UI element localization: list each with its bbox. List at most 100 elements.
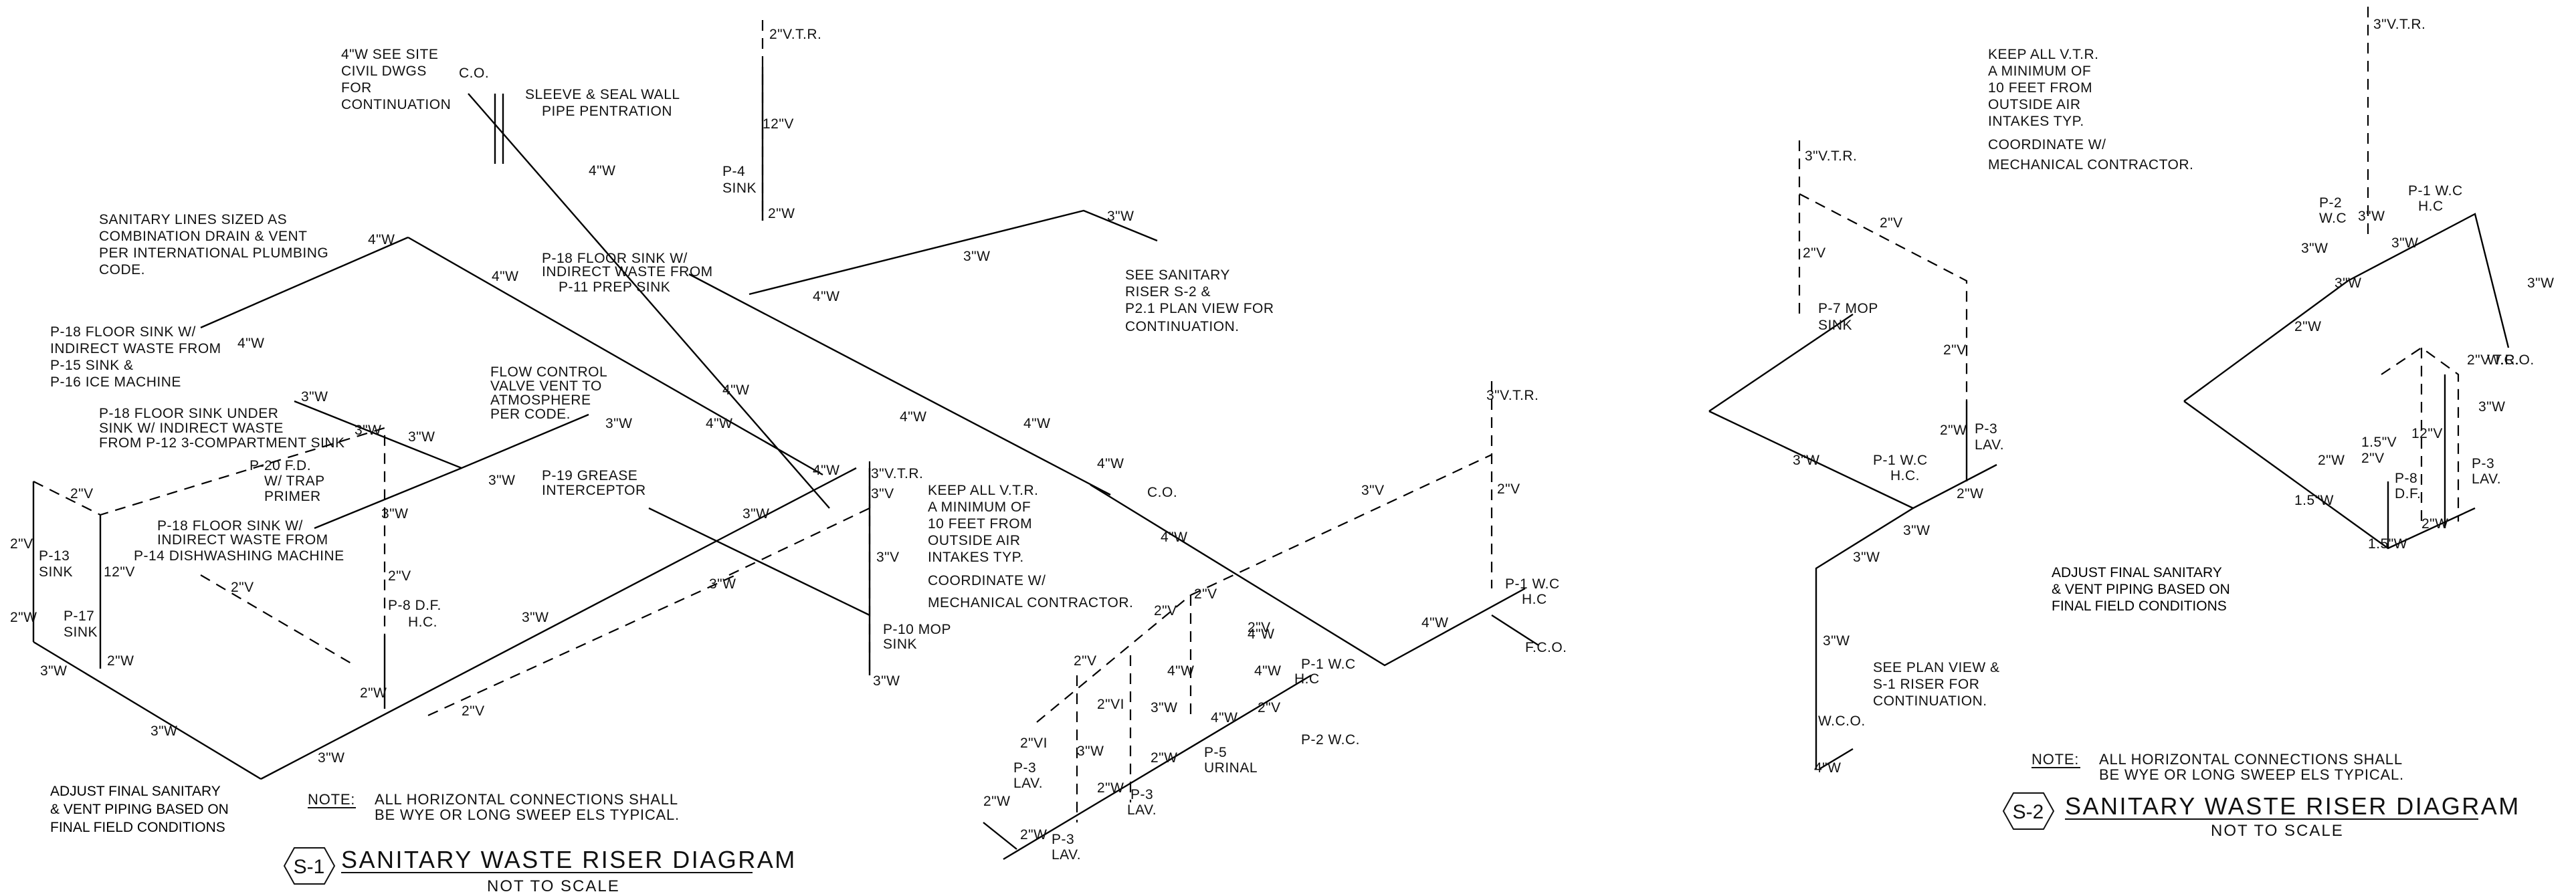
s2-plan-note: SEE PLAN VIEW & S-1 RISER FOR CONTINUATI…	[1818, 660, 1999, 729]
svg-text:P-3: P-3	[1052, 832, 1074, 847]
svg-text:SEE SANITARY: SEE SANITARY	[1125, 267, 1230, 283]
s1-pipe-size-tags: 4"W 4"W 4"W 3"W 3"W 4"W 4"W 4"W 4"W 4"W …	[10, 163, 1281, 843]
s1-vtr-note: KEEP ALL V.T.R. A MINIMUM OF 10 FEET FRO…	[928, 483, 1133, 610]
svg-text:2"V: 2"V	[1943, 342, 1967, 358]
svg-text:FROM P-12 3-COMPARTMENT SINK: FROM P-12 3-COMPARTMENT SINK	[99, 435, 345, 451]
svg-text:SINK W/ INDIRECT WASTE: SINK W/ INDIRECT WASTE	[99, 421, 284, 436]
svg-text:2"V: 2"V	[231, 580, 254, 595]
svg-text:SINK: SINK	[883, 637, 917, 652]
svg-text:D.F.: D.F.	[2395, 486, 2421, 501]
s2-fixture-p8: P-8 D.F.	[2395, 471, 2421, 501]
svg-text:P-3: P-3	[2472, 456, 2494, 471]
svg-text:ALL HORIZONTAL CONNECTIONS SHA: ALL HORIZONTAL CONNECTIONS SHALL	[375, 791, 678, 808]
svg-text:C.O.: C.O.	[459, 66, 489, 81]
svg-text:3"W: 3"W	[40, 663, 67, 679]
svg-text:A MINIMUM OF: A MINIMUM OF	[1988, 64, 2091, 79]
s1-vent-lower-diag	[427, 574, 736, 717]
svg-text:4"W: 4"W	[1421, 615, 1448, 631]
svg-text:P-15 SINK &: P-15 SINK &	[50, 358, 134, 373]
s1-diagram	[32, 20, 1539, 861]
svg-text:2"VI: 2"VI	[1020, 736, 1048, 751]
s2-title-block: S-2 SANITARY WASTE RISER DIAGRAM NOT TO …	[2002, 792, 2518, 840]
svg-text:1.5"W: 1.5"W	[2294, 493, 2334, 508]
svg-text:3"W: 3"W	[488, 473, 515, 488]
svg-text:2"V: 2"V	[10, 536, 33, 552]
s2-vent-right	[2381, 346, 2460, 522]
svg-text:P-8 D.F.: P-8 D.F.	[388, 598, 441, 613]
svg-text:P-2: P-2	[2319, 195, 2342, 211]
s1-title-block: S-1 SANITARY WASTE RISER DIAGRAM NOT TO …	[283, 846, 795, 895]
svg-text:CIVIL DWGS: CIVIL DWGS	[341, 64, 427, 79]
svg-text:4"W: 4"W	[492, 269, 518, 284]
s1-fixture-p18-a: P-18 FLOOR SINK W/ INDIRECT WASTE FROM P…	[50, 324, 221, 390]
svg-text:3"W: 3"W	[1107, 209, 1134, 224]
svg-text:LAV.: LAV.	[1975, 437, 2004, 453]
s1-fixture-p2: P-2 W.C.	[1301, 732, 1360, 748]
svg-text:CONTINUATION: CONTINUATION	[341, 97, 451, 112]
svg-text:MECHANICAL CONTRACTOR.: MECHANICAL CONTRACTOR.	[1988, 157, 2193, 173]
s2-main-left	[1708, 314, 1854, 412]
svg-text:2"V: 2"V	[1880, 215, 1903, 231]
svg-text:W.C: W.C	[2319, 211, 2347, 226]
s1-flow-control-note: FLOW CONTROL VALVE VENT TO ATMOSPHERE PE…	[490, 364, 607, 422]
svg-text:3"W: 3"W	[2527, 275, 2554, 291]
s2-tag: S-2	[2013, 801, 2044, 823]
s2-general-note: NOTE: ALL HORIZONTAL CONNECTIONS SHALL B…	[2032, 751, 2403, 783]
svg-text:P-3: P-3	[1130, 787, 1153, 802]
svg-text:3"W: 3"W	[2301, 241, 2328, 256]
svg-text:W.C.O.: W.C.O.	[2487, 352, 2535, 368]
s2-fixture-p2: P-2 W.C	[2319, 195, 2347, 226]
s2-fixture-p1-a: P-1 W.C H.C.	[1873, 453, 1927, 483]
svg-text:OUTSIDE AIR: OUTSIDE AIR	[928, 533, 1021, 548]
svg-text:2"V: 2"V	[1248, 620, 1271, 635]
svg-text:LAV.: LAV.	[1013, 776, 1043, 791]
svg-text:H.C: H.C	[2418, 199, 2444, 214]
s1-lower-long	[260, 467, 857, 780]
svg-text:RISER S-2 &: RISER S-2 &	[1125, 284, 1211, 300]
svg-text:3"V.T.R.: 3"V.T.R.	[871, 466, 923, 481]
svg-text:1.5"V: 1.5"V	[2361, 435, 2397, 450]
svg-text:URINAL: URINAL	[1204, 760, 1258, 776]
svg-text:4"W: 4"W	[237, 336, 264, 351]
svg-text:PIPE PENTRATION: PIPE PENTRATION	[542, 104, 672, 119]
s1-fixture-p13: P-13 SINK	[39, 548, 73, 580]
s1-main-drain-mid	[407, 236, 823, 476]
svg-text:3"W: 3"W	[1151, 700, 1177, 715]
svg-text:P-18 FLOOR SINK W/: P-18 FLOOR SINK W/	[542, 251, 688, 266]
s1-fixture-p17: P-17 SINK	[64, 608, 98, 640]
s1-mid-branch	[648, 507, 870, 617]
s1-branch-upper-left	[200, 236, 409, 329]
svg-text:3"W: 3"W	[1823, 633, 1850, 649]
svg-text:2"W: 2"W	[768, 206, 795, 221]
s2-right-labels: 3"V.T.R. 3"W W.C.O. 3"W 2"V.T.R. 12"V 1.…	[2294, 17, 2554, 552]
svg-text:P-20 F.D.: P-20 F.D.	[250, 458, 311, 473]
svg-text:2"V: 2"V	[70, 486, 94, 501]
svg-text:2"V: 2"V	[1154, 603, 1177, 619]
svg-text:2"W: 2"W	[1020, 827, 1047, 843]
svg-text:4"W: 4"W	[706, 416, 732, 431]
svg-text:4"W: 4"W	[1161, 530, 1187, 545]
svg-text:3"W: 3"W	[1793, 453, 1819, 468]
svg-text:2"W: 2"W	[983, 794, 1010, 809]
s1-fixture-p8: P-8 D.F. H.C. 2"V	[388, 568, 441, 630]
svg-text:H.C: H.C	[1522, 592, 1547, 607]
s1-floor-sink-branch	[314, 467, 462, 530]
svg-text:FINAL FIELD CONDITIONS: FINAL FIELD CONDITIONS	[50, 820, 225, 835]
svg-text:INTAKES TYP.: INTAKES TYP.	[1988, 114, 2084, 129]
svg-text:2"W: 2"W	[2318, 453, 2345, 468]
svg-text:2"W: 2"W	[10, 610, 37, 625]
s2-right-riser	[2387, 374, 2446, 548]
s2-fixture-p7: P-7 MOP SINK	[1818, 301, 1878, 333]
svg-text:& VENT PIPING BASED ON: & VENT PIPING BASED ON	[50, 802, 229, 817]
svg-text:H.C.: H.C.	[1890, 468, 1920, 483]
svg-text:INDIRECT WASTE FROM: INDIRECT WASTE FROM	[157, 532, 328, 548]
svg-text:12"V: 12"V	[763, 116, 794, 132]
s1-sizing-note: SANITARY LINES SIZED AS COMBINATION DRAI…	[99, 212, 328, 277]
svg-text:PRIMER: PRIMER	[264, 489, 321, 504]
svg-text:2"W: 2"W	[360, 685, 387, 701]
svg-text:F.C.O.: F.C.O.	[1525, 640, 1567, 655]
svg-text:P-4: P-4	[722, 164, 745, 179]
s1-main-to-co	[688, 273, 1111, 496]
svg-text:& VENT PIPING BASED ON: & VENT PIPING BASED ON	[2052, 582, 2230, 597]
svg-text:10 FEET FROM: 10 FEET FROM	[1988, 80, 2092, 96]
